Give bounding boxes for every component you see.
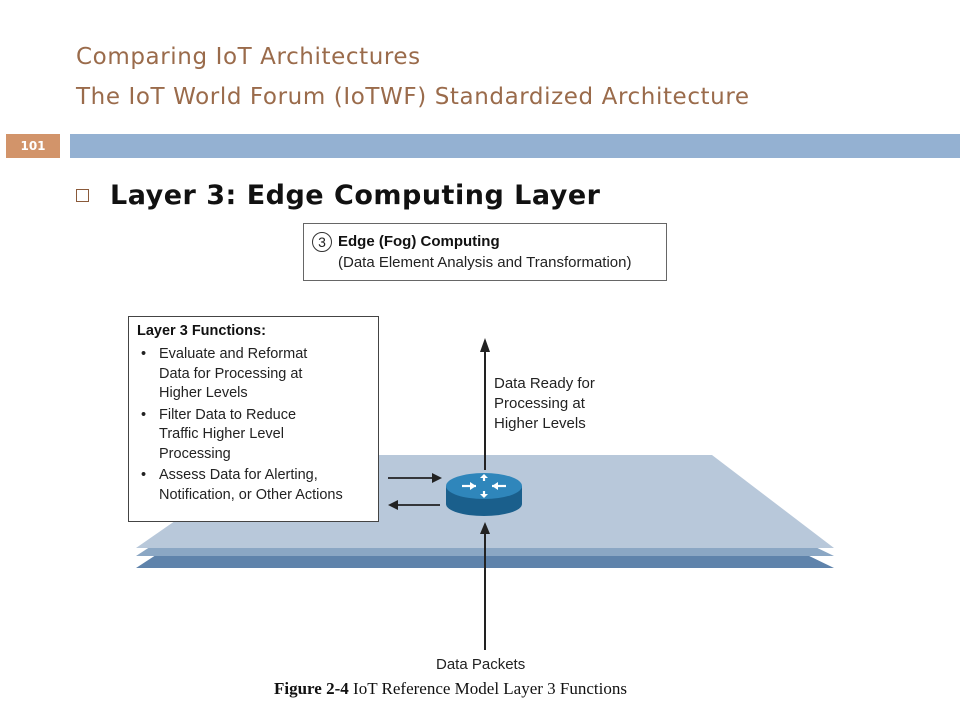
slide-number: 101 (6, 134, 60, 158)
data-packets-label: Data Packets (436, 656, 526, 673)
incoming-arrow-head (480, 522, 490, 534)
function-item: Filter Data to Reduce Traffic Higher Lev… (137, 406, 370, 465)
functions-list: Evaluate and Reformat Data for Processin… (137, 345, 370, 505)
slide-title-line2: The IoT World Forum (IoTWF) Standardized… (76, 84, 750, 110)
layer-number-circle: 3 (312, 232, 332, 252)
square-bullet-icon (76, 189, 89, 202)
figure-caption: Figure 2-4 IoT Reference Model Layer 3 F… (274, 679, 627, 698)
data-ready-label: Data Ready for Processing at Higher Leve… (494, 375, 595, 432)
layer-box-title: Edge (Fog) Computing (338, 233, 500, 250)
router-icon (446, 473, 522, 516)
function-item: Assess Data for Alerting, Notification, … (137, 466, 370, 505)
slide-title-line1: Comparing IoT Architectures (76, 44, 421, 70)
arrow-to-router-head (432, 473, 442, 483)
outgoing-arrow-head (480, 338, 490, 352)
function-item: Evaluate and Reformat Data for Processin… (137, 345, 370, 404)
header-band (70, 134, 960, 158)
arrow-from-router-head (388, 500, 398, 510)
functions-box: Layer 3 Functions: Evaluate and Reformat… (128, 316, 379, 522)
layer-box-subtitle: (Data Element Analysis and Transformatio… (338, 254, 632, 271)
functions-title: Layer 3 Functions: (137, 323, 266, 339)
slide-heading: Layer 3: Edge Computing Layer (110, 180, 601, 211)
layer-box: 3 Edge (Fog) Computing (Data Element Ana… (303, 223, 667, 281)
